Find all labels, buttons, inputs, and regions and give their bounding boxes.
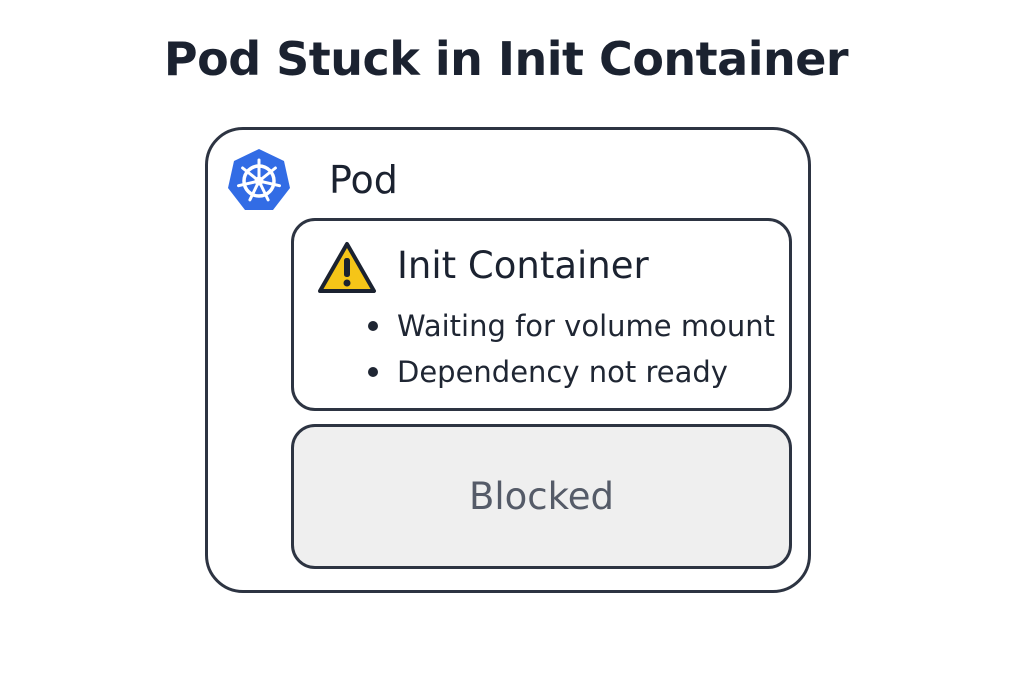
init-container-title: Init Container — [397, 244, 649, 287]
bullet-icon — [368, 321, 378, 331]
blocked-box: Blocked — [291, 424, 792, 569]
reason-text: Dependency not ready — [397, 355, 728, 389]
pod-label: Pod — [329, 158, 398, 202]
reason-list: Waiting for volume mount Dependency not … — [368, 303, 775, 395]
kubernetes-icon — [228, 149, 290, 210]
bullet-icon — [368, 367, 378, 377]
diagram-title: Pod Stuck in Init Container — [163, 32, 849, 86]
list-item: Dependency not ready — [368, 349, 775, 395]
warning-icon — [318, 242, 376, 293]
reason-text: Waiting for volume mount — [397, 309, 775, 343]
blocked-label: Blocked — [468, 475, 614, 518]
list-item: Waiting for volume mount — [368, 303, 775, 349]
init-container-box — [291, 218, 792, 411]
